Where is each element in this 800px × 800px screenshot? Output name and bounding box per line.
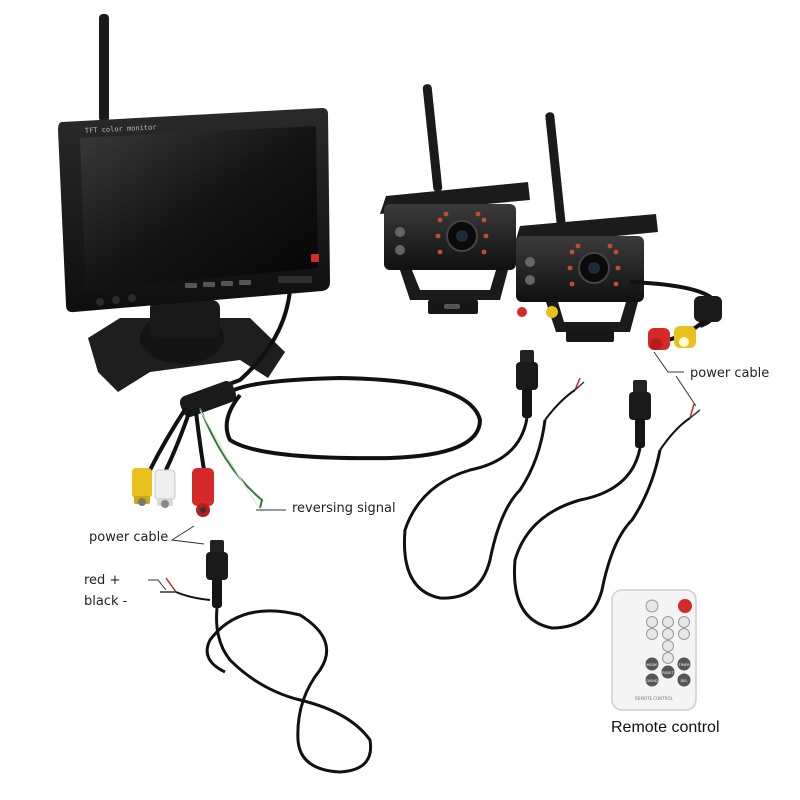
camera-1-bracket	[400, 270, 508, 300]
remote-caption: REMOTE CONTROL	[635, 696, 673, 701]
leader-lines	[148, 351, 697, 591]
rca-yellow-connector	[132, 468, 152, 506]
remote-control: MODE RESET TIMER DAVID DEL REMOTE CONTRO…	[611, 589, 697, 711]
monitor-screen	[80, 126, 318, 290]
camera-1	[380, 84, 530, 314]
monitor: TFT color monitor	[58, 14, 330, 392]
label-black-minus: black -	[84, 594, 128, 609]
remote-function-buttons: MODE RESET TIMER DAVID DEL	[645, 657, 691, 687]
camera-2-ir-leds	[567, 243, 621, 287]
monitor-buttons	[185, 276, 312, 288]
monitor-antenna	[99, 14, 109, 122]
remote-btn-del: DEL	[680, 679, 687, 683]
monitor-bezel-text: TFT color monitor	[85, 123, 157, 135]
remote-btn-timer: TIMER	[677, 663, 690, 667]
label-reversing-signal: reversing signal	[292, 501, 396, 516]
monitor-cable-loop	[224, 375, 483, 461]
monitor-power-led	[311, 254, 319, 262]
remote-dpad	[646, 616, 690, 652]
camera-power-cable-2	[512, 380, 701, 630]
monitor-cable-junction	[179, 381, 237, 417]
label-remote-control: Remote control	[611, 719, 720, 736]
label-red-plus: red +	[84, 573, 121, 588]
rca-white-connector	[154, 469, 176, 508]
monitor-power-cable	[160, 540, 373, 774]
remote-body	[611, 589, 697, 711]
reversing-signal-wire	[199, 407, 264, 509]
camera-2-antenna	[545, 112, 566, 227]
camera-power-cable-1	[402, 350, 585, 600]
label-power-cable-monitor: power cable	[89, 530, 169, 545]
remote-mute-button	[645, 599, 659, 613]
remote-btn-mode: MODE	[647, 663, 659, 667]
camera-2	[514, 112, 722, 342]
label-power-cable-cameras: power cable	[690, 366, 770, 381]
monitor-power-socket-red	[192, 468, 214, 517]
remote-btn-david: DAVID	[646, 679, 657, 683]
camera-1-ir-leds	[435, 211, 489, 255]
camera-2-bracket	[546, 302, 638, 332]
remote-btn-reset: RESET	[662, 671, 674, 675]
camera-power-sockets	[648, 318, 707, 350]
remote-power-button	[678, 599, 692, 613]
camera-1-antenna	[422, 84, 443, 192]
